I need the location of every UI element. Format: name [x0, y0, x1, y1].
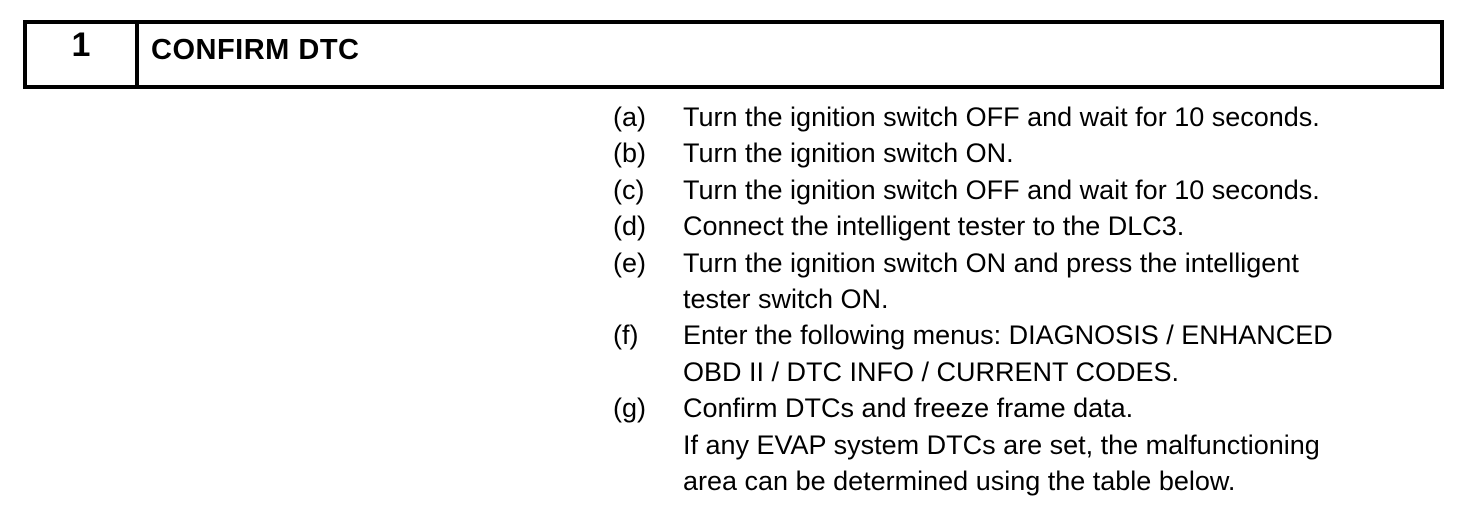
- procedure-step-f: (f) Enter the following menus: DIAGNOSIS…: [613, 317, 1333, 390]
- procedure-step-b: (b) Turn the ignition switch ON.: [613, 135, 1333, 171]
- step-text-line: OBD II / DTC INFO / CURRENT CODES.: [683, 356, 1180, 387]
- step-title: CONFIRM DTC: [151, 34, 360, 66]
- step-text-line: If any EVAP system DTCs are set, the mal…: [683, 429, 1320, 460]
- step-title-cell: CONFIRM DTC: [139, 24, 1440, 85]
- step-label: (c): [613, 174, 645, 205]
- procedure-step-g: (g) Confirm DTCs and freeze frame data. …: [613, 390, 1333, 499]
- procedure-step-a: (a) Turn the ignition switch OFF and wai…: [613, 99, 1333, 135]
- step-text-line: Connect the intelligent tester to the DL…: [683, 211, 1185, 242]
- step-text: Connect the intelligent tester to the DL…: [683, 208, 1184, 244]
- step-text: Confirm DTCs and freeze frame data. If a…: [683, 390, 1320, 499]
- step-label: (b): [613, 138, 646, 169]
- step-number: 1: [71, 26, 91, 64]
- step-text: Turn the ignition switch ON.: [683, 135, 1014, 171]
- step-text-line: Turn the ignition switch ON.: [683, 138, 1014, 169]
- step-label: (e): [613, 247, 646, 278]
- procedure-step-e: (e) Turn the ignition switch ON and pres…: [613, 245, 1333, 318]
- step-text-line: Confirm DTCs and freeze frame data.: [683, 393, 1134, 424]
- step-text-line: area can be determined using the table b…: [683, 466, 1236, 497]
- procedure-step-c: (c) Turn the ignition switch OFF and wai…: [613, 172, 1333, 208]
- step-text-line: Turn the ignition switch OFF and wait fo…: [683, 102, 1320, 132]
- step-text: Turn the ignition switch OFF and wait fo…: [683, 99, 1320, 135]
- procedure-list: (a) Turn the ignition switch OFF and wai…: [613, 99, 1333, 499]
- step-text: Turn the ignition switch OFF and wait fo…: [683, 172, 1320, 208]
- step-text-line: Enter the following menus: DIAGNOSIS / E…: [683, 320, 1333, 351]
- step-header: 1 CONFIRM DTC: [23, 20, 1444, 89]
- step-text-line: tester switch ON.: [683, 284, 889, 315]
- step-label: (g): [613, 393, 646, 424]
- procedure-step-d: (d) Connect the intelligent tester to th…: [613, 208, 1333, 244]
- step-number-cell: 1: [27, 24, 139, 85]
- step-text: Enter the following menus: DIAGNOSIS / E…: [683, 317, 1333, 390]
- step-text: Turn the ignition switch ON and press th…: [683, 245, 1299, 318]
- step-label: (f): [613, 320, 639, 351]
- step-label: (d): [613, 211, 646, 242]
- step-text-line: Turn the ignition switch ON and press th…: [683, 247, 1299, 278]
- step-text-line: Turn the ignition switch OFF and wait fo…: [683, 174, 1320, 205]
- step-label: (a): [613, 102, 646, 132]
